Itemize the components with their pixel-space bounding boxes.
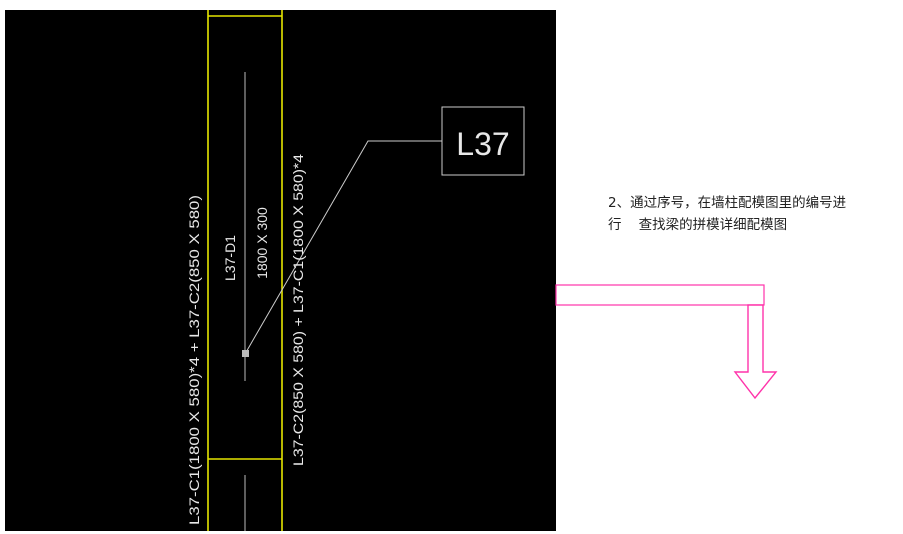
down-arrow-icon — [733, 304, 778, 400]
right-combo-label: L37-C2(850 X 580) + L37-C1(1800 X 580)*4 — [290, 154, 306, 466]
panel-id-label: L37-D1 — [222, 235, 238, 281]
beam-outline — [207, 10, 283, 531]
instruction-line-1: 2、通过序号，在墙柱配模图里的编号进 — [608, 195, 847, 211]
beam-tag-label: L37 — [456, 126, 509, 162]
beam-tag-box[interactable] — [441, 106, 525, 176]
instruction-line-2: 行 查找梁的拼模详细配模图 — [608, 217, 788, 233]
instruction-annotation: 2、通过序号，在墙柱配模图里的编号进 行 查找梁的拼模详细配模图 — [608, 192, 898, 236]
left-combo-label: L37-C1(1800 X 580)*4 + L37-C2(850 X 580) — [186, 195, 202, 525]
leader-line — [244, 140, 442, 355]
cad-drawing: L37 L37-D1 1800 X 300 L37-C1(1800 X 580)… — [186, 10, 525, 531]
cad-drawing-canvas[interactable]: L37 L37-D1 1800 X 300 L37-C1(1800 X 580)… — [5, 10, 556, 531]
leader-marker[interactable] — [242, 350, 249, 357]
panel-size-label: 1800 X 300 — [254, 207, 270, 279]
callout-rect — [555, 284, 765, 306]
